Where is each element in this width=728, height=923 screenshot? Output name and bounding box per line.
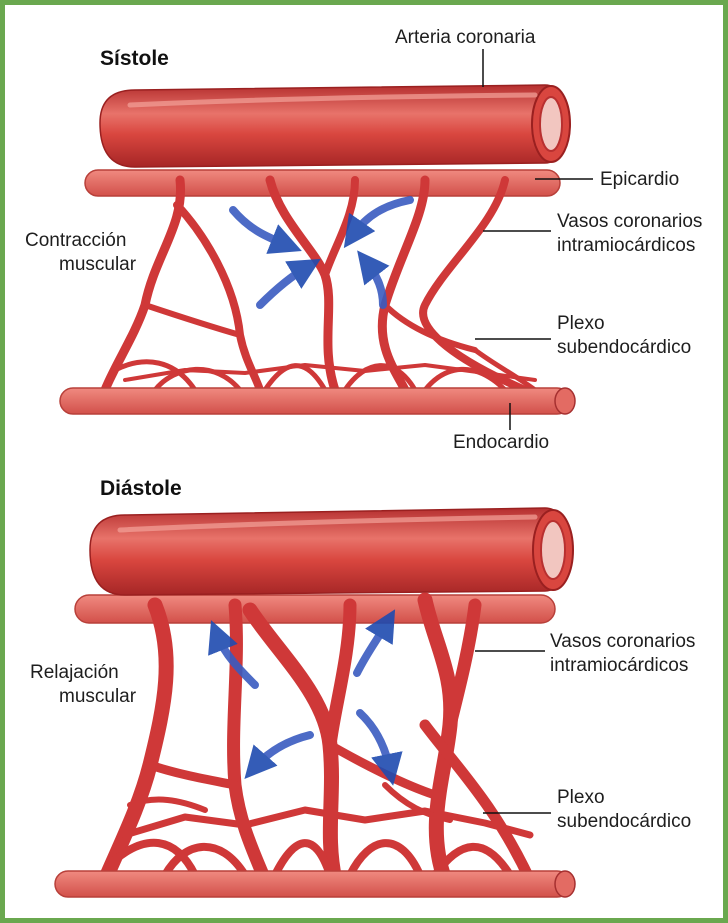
systole-vessels-label-line1: Vasos coronarios xyxy=(557,211,702,232)
systole-flow-arrows xyxy=(233,200,410,305)
systole-muscle-label-line2: muscular xyxy=(59,254,137,275)
diastole-title: Diástole xyxy=(100,477,182,500)
systole-epicardium-band xyxy=(85,170,560,196)
diastole-plexus-label-line1: Plexo xyxy=(557,787,605,808)
systole-intramyocardial-vessels xyxy=(105,180,535,390)
diastole-muscle-label-line2: muscular xyxy=(59,686,137,707)
arrow-icon xyxy=(260,267,307,305)
systole-plexus-label-line1: Plexo xyxy=(557,313,605,334)
diastole-coronary-artery xyxy=(90,508,573,595)
arrow-icon xyxy=(233,210,287,245)
diastole-muscle-label-line1: Relajación xyxy=(30,662,119,683)
arrow-icon xyxy=(353,200,410,235)
diastole-epicardium-band xyxy=(75,595,555,623)
diastole-endocardium xyxy=(55,871,575,897)
arrow-icon xyxy=(367,263,383,305)
diastole-plexus-label-line2: subendocárdico xyxy=(557,811,691,832)
arrow-icon xyxy=(357,623,387,673)
systole-title: Sístole xyxy=(100,47,169,70)
systole-plexus-label-line2: subendocárdico xyxy=(557,337,691,358)
systole-artery-label: Arteria coronaria xyxy=(395,27,536,48)
systole-endocardium-label: Endocardio xyxy=(453,432,549,453)
systole-panel: Sístole xyxy=(25,27,702,453)
diastole-intramyocardial-vessels xyxy=(105,600,530,880)
systole-endocardium xyxy=(60,388,575,414)
arrow-icon xyxy=(255,735,310,767)
diastole-vessels-label-line1: Vasos coronarios xyxy=(550,631,695,652)
diastole-vessels-label-line2: intramiocárdicos xyxy=(550,655,688,676)
diastole-flow-arrows xyxy=(217,623,390,770)
systole-muscle-label-line1: Contracción xyxy=(25,230,126,251)
systole-epicardium-label: Epicardio xyxy=(600,169,679,190)
systole-vessels-label-line2: intramiocárdicos xyxy=(557,235,695,256)
coronary-flow-diagram: Sístole xyxy=(5,5,723,918)
diastole-panel: Diástole xyxy=(30,477,695,897)
systole-coronary-artery xyxy=(100,85,570,167)
